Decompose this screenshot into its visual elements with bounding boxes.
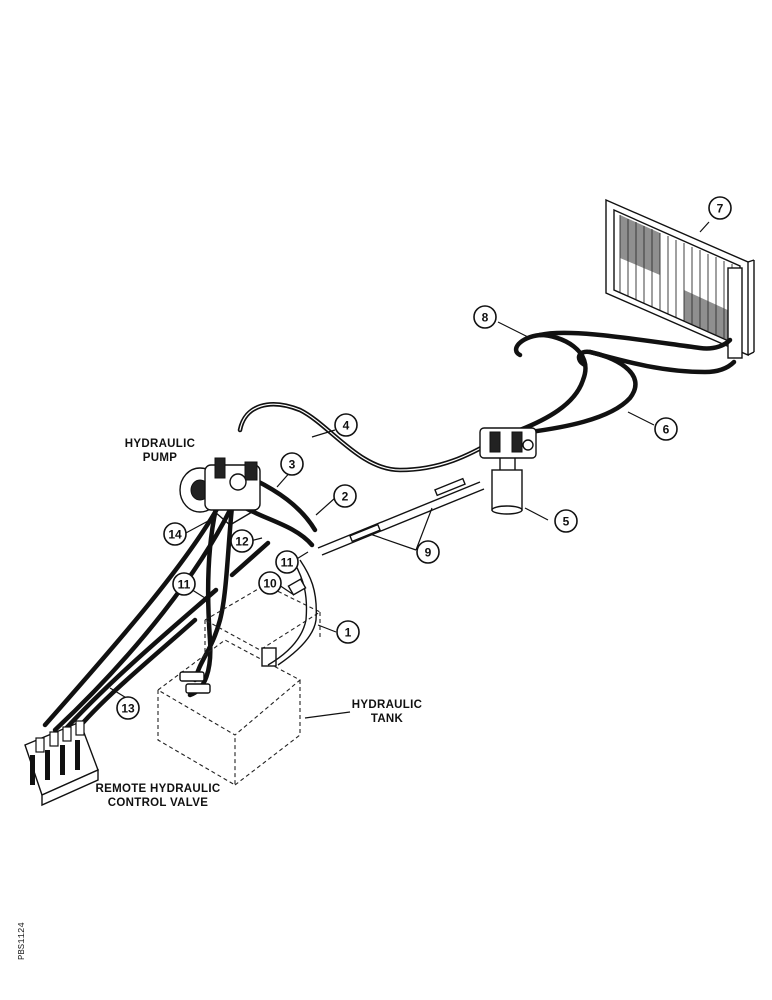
callout-13: 13: [116, 696, 140, 720]
hoses: [42, 330, 737, 741]
callout-10-text: 10: [263, 577, 277, 591]
callout-8-text: 8: [482, 311, 489, 325]
callout-3-text: 3: [289, 458, 296, 472]
callout-1-text: 1: [345, 626, 352, 640]
valve-label-line2: CONTROL VALVE: [108, 797, 208, 809]
callout-2: 2: [333, 484, 357, 508]
callout-12-text: 12: [235, 535, 249, 549]
hydraulic-pump: [179, 457, 261, 526]
pump-label-line2: PUMP: [143, 452, 177, 464]
callout-9-text: 9: [425, 546, 432, 560]
oil-filter: [479, 427, 537, 515]
callout-3: 3: [280, 452, 304, 476]
steel-line: [317, 477, 485, 556]
callout-11-upper: 11: [275, 550, 299, 574]
tank-label-line2: TANK: [371, 713, 404, 725]
callout-10: 10: [258, 571, 282, 595]
tank-label-line1: HYDRAULIC: [352, 699, 422, 711]
callout-7: 7: [708, 196, 732, 220]
figure-code: PBS1124: [17, 922, 27, 960]
oil-cooler: [605, 198, 755, 359]
callout-11-upper-text: 11: [281, 556, 294, 570]
callout-4: 4: [334, 413, 358, 437]
callout-1: 1: [336, 620, 360, 644]
callout-14-text: 14: [168, 528, 182, 542]
callout-5-text: 5: [563, 515, 570, 529]
valve-label-line1: REMOTE HYDRAULIC: [96, 783, 221, 795]
callout-8: 8: [473, 305, 497, 329]
callout-7-text: 7: [717, 202, 724, 216]
callout-11-lower: 11: [172, 572, 196, 596]
callout-11-lower-text: 11: [178, 578, 191, 592]
callout-5: 5: [554, 509, 578, 533]
callout-13-text: 13: [121, 702, 135, 716]
callout-6: 6: [654, 417, 678, 441]
remote-control-valve: [24, 720, 99, 807]
callout-6-text: 6: [663, 423, 670, 437]
pump-label-line1: HYDRAULIC: [125, 438, 195, 450]
callout-2-text: 2: [342, 490, 349, 504]
callout-9: 9: [416, 540, 440, 564]
callout-12: 12: [230, 529, 254, 553]
callout-4-text: 4: [343, 419, 350, 433]
callout-14: 14: [163, 522, 187, 546]
hydraulic-tank: [157, 559, 322, 786]
